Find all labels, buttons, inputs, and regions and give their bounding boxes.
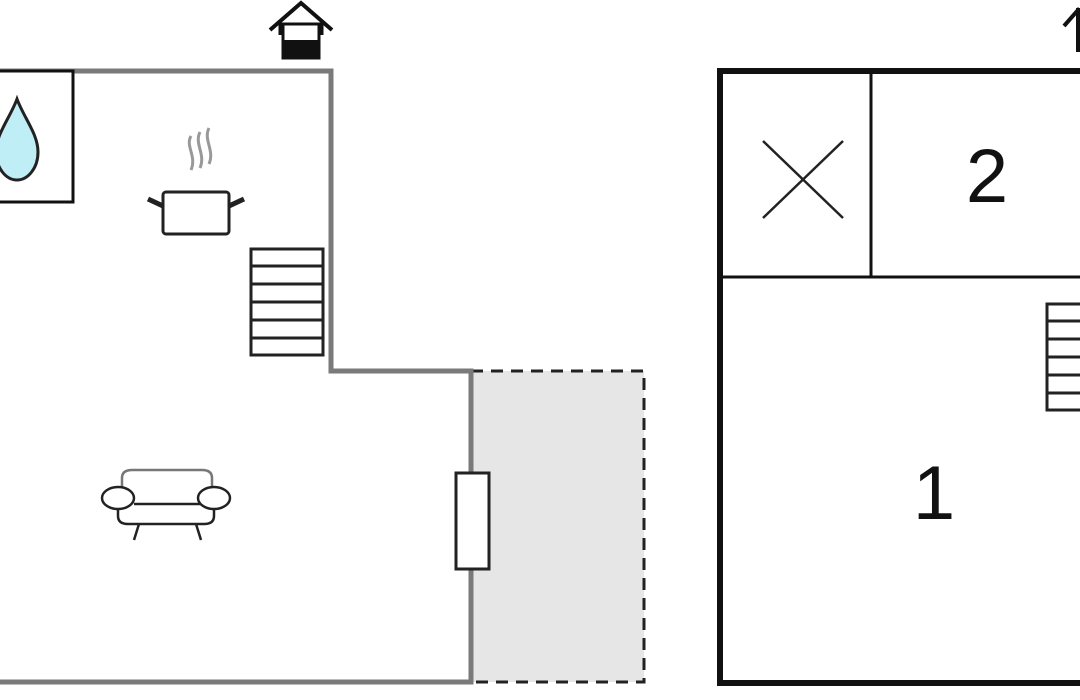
ground-floor-plan [0, 0, 646, 685]
entrance-arrow-icon [1062, 6, 1080, 52]
door-icon [454, 471, 491, 571]
stairs-icon [1045, 302, 1080, 412]
pot-icon [161, 190, 231, 236]
upper-floor-plan: 2 1 [717, 6, 1080, 686]
ground-floor-walls [0, 68, 474, 685]
entrance-icon [268, 0, 334, 60]
room-label-2: 2 [966, 134, 1008, 219]
living-room-icon [100, 468, 232, 541]
room-label-1: 1 [913, 451, 955, 536]
storage-icon [762, 140, 844, 219]
upper-floor-walls [717, 68, 1080, 686]
water-drop-icon [0, 94, 40, 182]
stairs-icon [249, 247, 325, 357]
terrace-area [469, 369, 646, 684]
steam-icon [187, 127, 213, 171]
kitchen-icon [146, 127, 246, 236]
bathroom-icon [0, 69, 75, 204]
